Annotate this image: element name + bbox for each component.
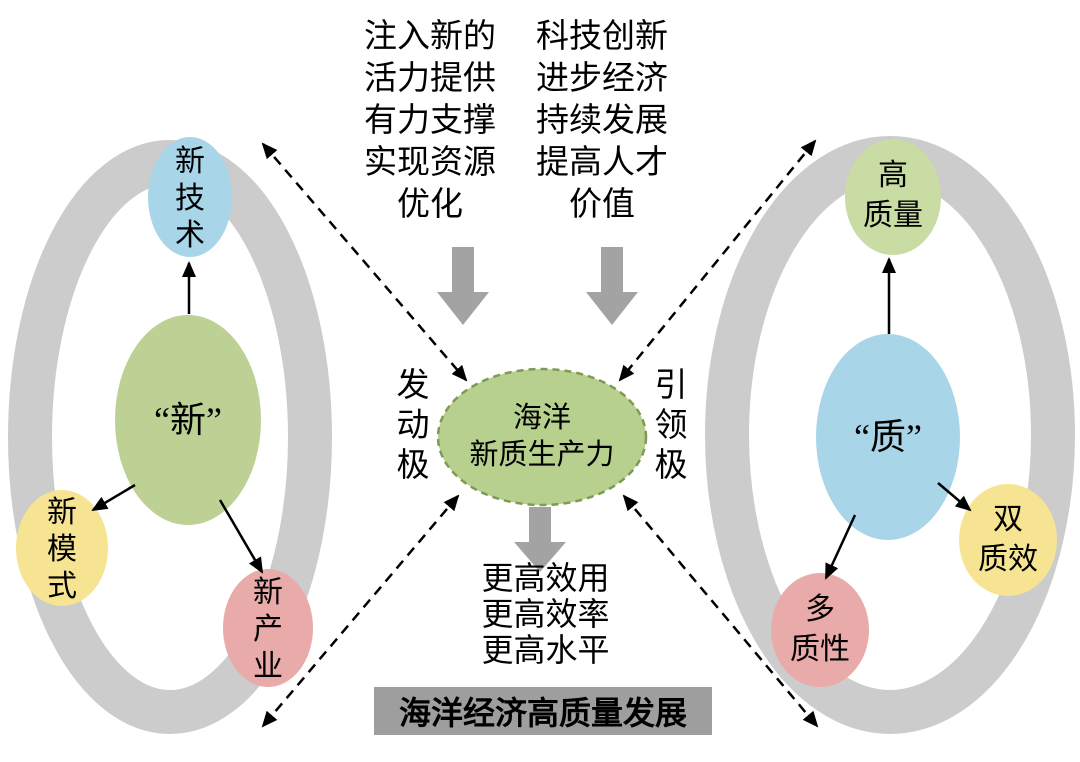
- left-pole-label: 发 动 极: [396, 368, 430, 484]
- node-new-model-ellipse: [16, 490, 108, 606]
- node-new-technology-ellipse: [148, 137, 232, 257]
- node-high-quality-ellipse: [845, 139, 941, 255]
- dashed-arrow-top-right: [618, 139, 817, 382]
- thick-arrow-right-down: [586, 247, 638, 325]
- arrow-new-to-industry: [218, 499, 264, 574]
- node-high-quality-label: 高 质量: [863, 159, 923, 232]
- arrow-new-to-model: [91, 483, 136, 512]
- node-new-core-label: “新”: [154, 400, 222, 440]
- top-right-text-block: 科技创新 进步经济 持续发展 提高人才 价值: [536, 19, 668, 223]
- top-left-text-block: 注入新的 活力提供 有力支撑 实现资源 优化: [364, 19, 496, 223]
- node-new-industry-label: 新 产 业: [253, 576, 283, 683]
- node-new-technology-label: 新 技 术: [175, 145, 205, 252]
- arrow-quality-to-multi-quality: [824, 514, 857, 580]
- outcomes-text: 更高效用 更高效率 更高水平: [481, 560, 610, 668]
- bottom-result-box: [374, 687, 712, 735]
- node-quality-core-ellipse: [816, 334, 960, 540]
- node-quality-core-label: “质”: [854, 417, 922, 457]
- thick-arrow-center-down: [514, 507, 566, 572]
- thick-arrow-left-down: [437, 247, 489, 325]
- node-new-core-ellipse: [115, 315, 261, 525]
- node-multi-quality-ellipse: [771, 573, 869, 687]
- bottom-result-box-label: 海洋经济高质量发展: [398, 695, 687, 731]
- right-pole-label: 引 领 极: [654, 368, 688, 484]
- node-multi-quality-label: 多 质性: [790, 593, 850, 666]
- dashed-arrow-top-left: [261, 142, 468, 382]
- node-new-industry-ellipse: [223, 569, 313, 687]
- center-ellipse: [436, 367, 648, 507]
- node-new-model-label: 新 模 式: [47, 496, 77, 603]
- node-dual-quality-ellipse: [959, 484, 1057, 596]
- node-dual-quality-label: 双 质效: [978, 503, 1038, 576]
- center-ellipse-label: 海洋 新质生产力: [469, 402, 615, 471]
- arrow-quality-to-dual-quality: [937, 482, 972, 512]
